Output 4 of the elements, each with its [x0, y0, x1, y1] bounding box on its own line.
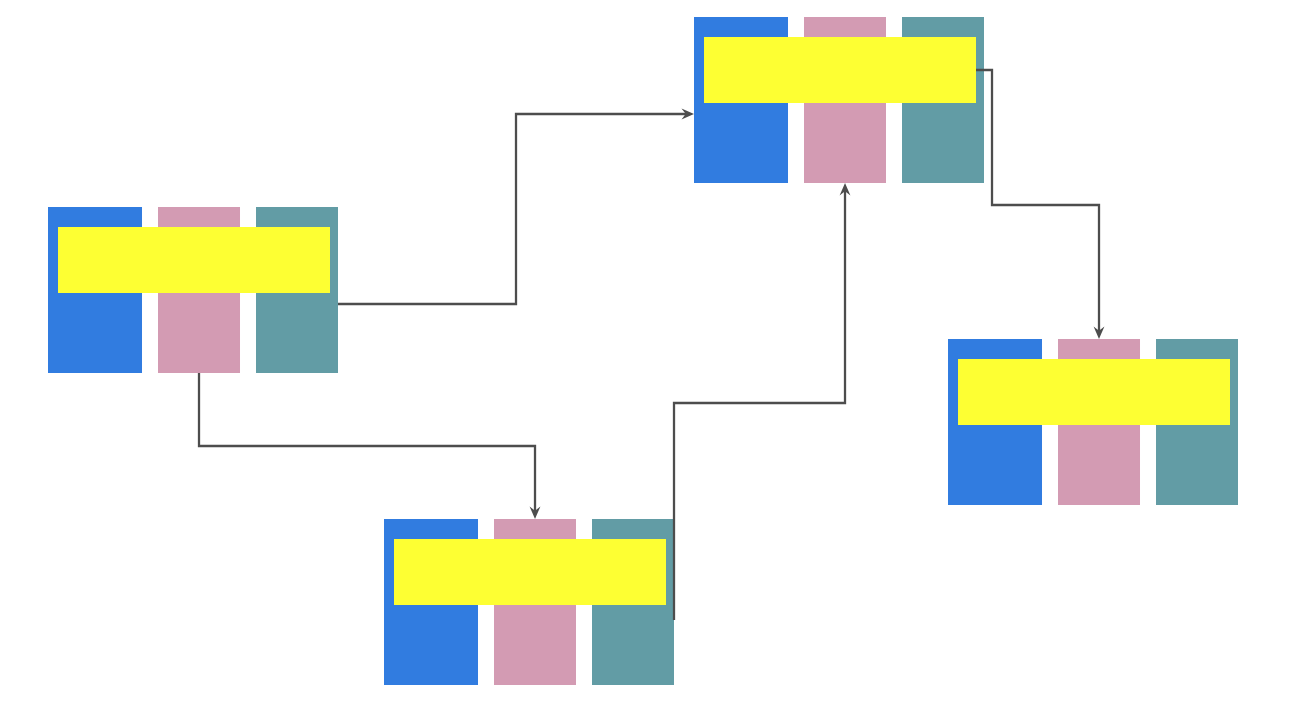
bar [958, 359, 1230, 425]
bar [704, 37, 976, 103]
bar [394, 539, 666, 605]
bar [58, 227, 330, 293]
